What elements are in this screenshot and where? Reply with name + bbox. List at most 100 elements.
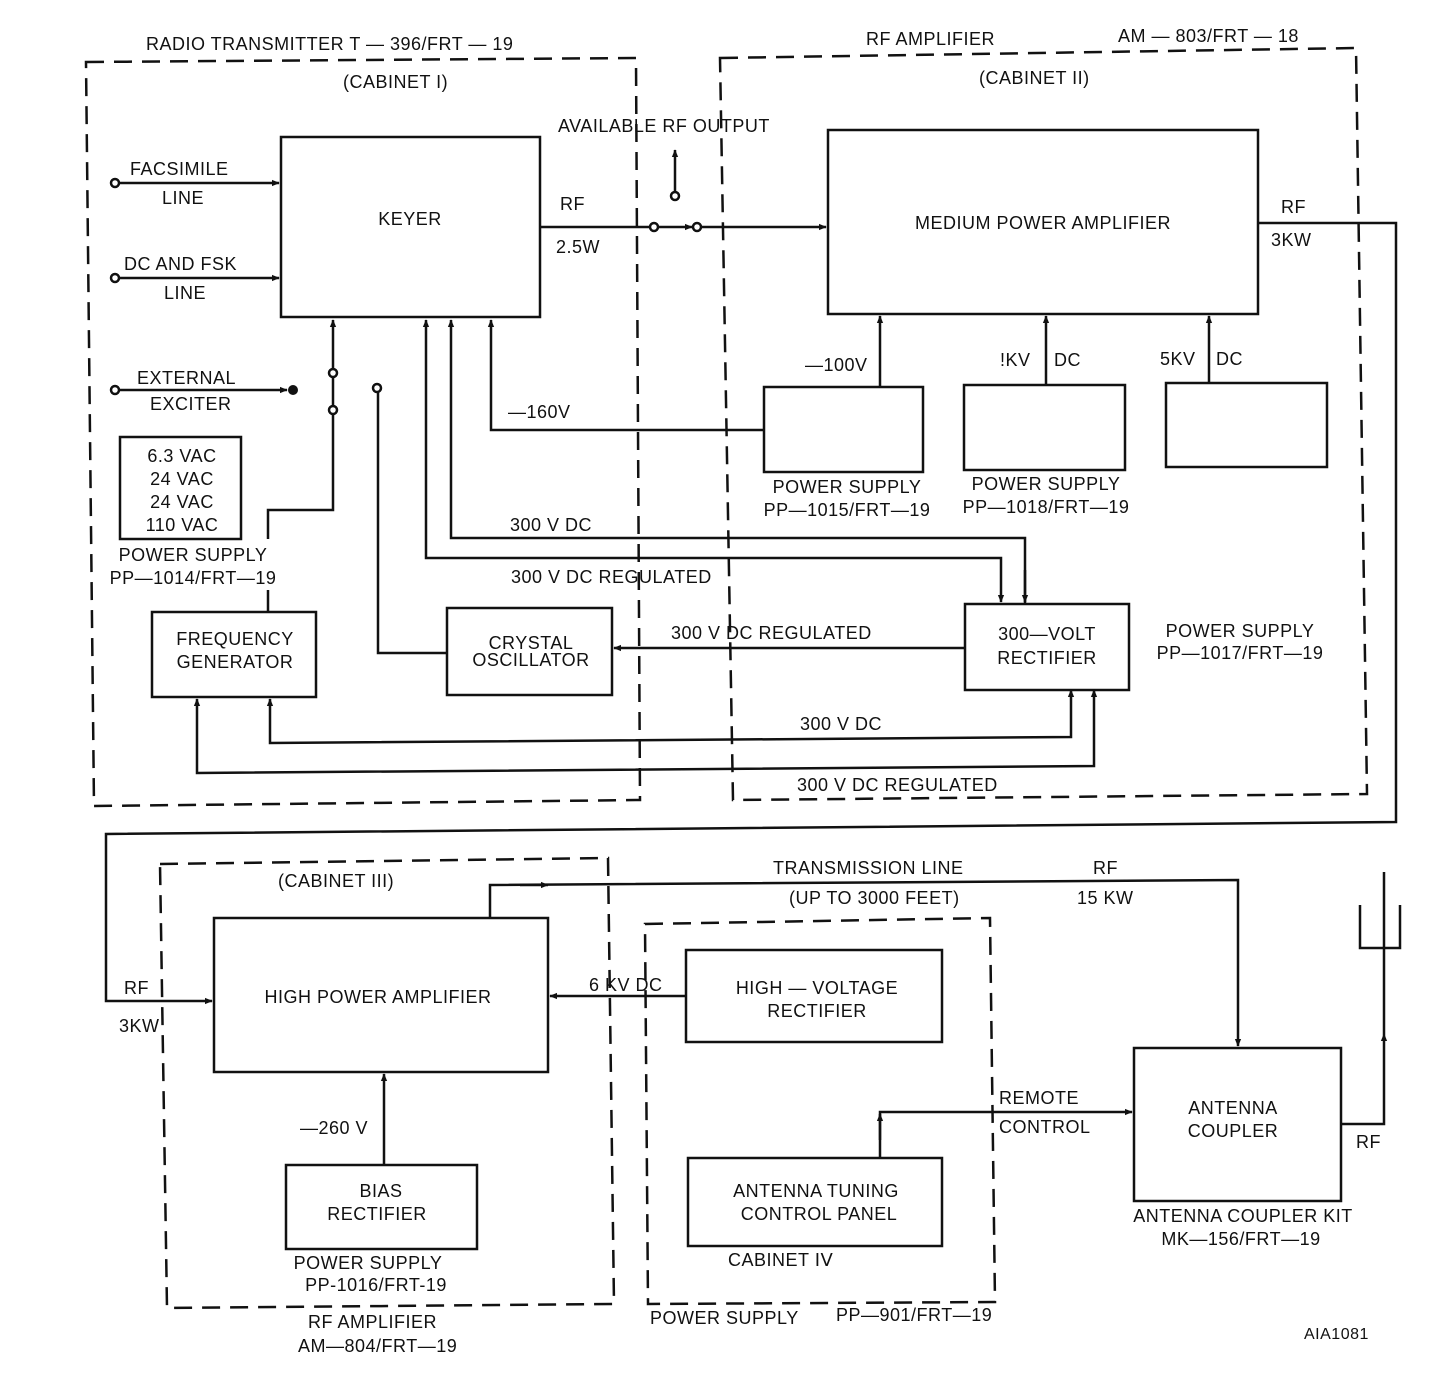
power-supply-901-label: POWER SUPPLY xyxy=(650,1308,799,1328)
minus-260v-label: —260 V xyxy=(300,1118,368,1138)
power-supply-1014-model: PP—1014/FRT—19 xyxy=(110,568,277,588)
rf-amplifier-title: RF AMPLIFIER xyxy=(866,29,995,49)
coupler-to-antenna-wire xyxy=(1341,1033,1388,1126)
dc-fsk-terminal xyxy=(109,272,121,284)
rf-label-3: RF xyxy=(1093,858,1118,878)
facsimile-terminal xyxy=(109,177,121,189)
rf-switch-contact-2 xyxy=(691,221,703,233)
kv-5-dc-label: DC xyxy=(1216,349,1243,369)
cabinet-1-outline xyxy=(84,56,642,808)
transmission-length-label: (UP TO 3000 FEET) xyxy=(789,888,960,908)
rf-amplifier-bottom-title: RF AMPLIFIER xyxy=(308,1312,437,1332)
transmitter-title: RADIO TRANSMITTER T — 396/FRT — 19 xyxy=(146,34,513,54)
frequency-generator-label-1: FREQUENCY xyxy=(176,629,294,649)
power-supply-1016-model: PP-1016/FRT-19 xyxy=(305,1275,447,1295)
power-supply-1018-block xyxy=(962,383,1127,472)
dc-fsk-line-label: LINE xyxy=(164,283,206,303)
rf-label-5: RF xyxy=(1356,1132,1381,1152)
frequency-generator-block xyxy=(150,610,318,699)
rf-label-2: RF xyxy=(1281,197,1306,217)
power-15kw-label: 15 KW xyxy=(1077,888,1134,908)
exciter-switch-contact-upper xyxy=(327,367,339,379)
rectifier-300v-block xyxy=(963,602,1131,692)
control-label: CONTROL xyxy=(999,1117,1091,1137)
dc-fsk-label: DC AND FSK xyxy=(124,254,237,274)
exciter-switch-contact-lower xyxy=(327,404,339,416)
antenna-coupler-block xyxy=(1132,1046,1343,1203)
antenna-coupler-kit-label: ANTENNA COUPLER KIT xyxy=(1133,1206,1353,1226)
power-supply-1017-model: PP—1017/FRT—19 xyxy=(1157,643,1324,663)
keyer-label: KEYER xyxy=(378,209,442,229)
available-rf-output-label: AVAILABLE RF OUTPUT xyxy=(558,116,770,136)
power-supply-1014-block xyxy=(118,435,243,541)
antenna-tuning-label-1: ANTENNA TUNING xyxy=(733,1181,899,1201)
power-supply-1017-label: POWER SUPPLY xyxy=(1166,621,1315,641)
v300-dc-regulated-label-1: 300 V DC REGULATED xyxy=(511,567,712,587)
external-label: EXTERNAL xyxy=(137,368,236,388)
power-supply-1018-model: PP—1018/FRT—19 xyxy=(963,497,1130,517)
transmission-line-label: TRANSMISSION LINE xyxy=(773,858,964,878)
power-3kw-label-b: 3KW xyxy=(119,1016,160,1036)
high-power-amplifier-label: HIGH POWER AMPLIFIER xyxy=(264,987,491,1007)
antenna-coupler-label-2: COUPLER xyxy=(1188,1121,1279,1141)
remote-label: REMOTE xyxy=(999,1088,1079,1108)
bias-rectifier-block xyxy=(284,1163,479,1251)
ps-1014-voltage-4: 110 VAC xyxy=(146,515,219,535)
cabinet-4-label: CABINET ⅠⅤ xyxy=(728,1250,833,1270)
cabinet-2-label: (CABINET II) xyxy=(979,68,1090,88)
available-rf-contact xyxy=(669,190,681,202)
v300-dc-regulated-to-freq-gen-wire xyxy=(193,689,1098,775)
kv-5-label: 5KV xyxy=(1160,349,1196,369)
power-supply-5kv-block xyxy=(1164,381,1329,469)
ps-1014-to-switch-wire xyxy=(266,413,335,539)
power-supply-1015-block xyxy=(762,385,925,474)
power-supply-1018-label: POWER SUPPLY xyxy=(972,474,1121,494)
mpa-to-hpa-rf-wire xyxy=(104,221,1398,1005)
crystal-oscillator-wire xyxy=(376,392,447,655)
rf-label-1: RF xyxy=(560,194,585,214)
rf-amplifier-bottom-model: AM—804/FRT—19 xyxy=(298,1336,457,1356)
antenna-icon xyxy=(1358,905,1402,950)
power-supply-1014-label: POWER SUPPLY xyxy=(119,545,268,565)
external-exciter-terminal xyxy=(109,384,121,396)
hv-rectifier-label-2: RECTIFIER xyxy=(767,1001,867,1021)
figure-id: AIA1081 xyxy=(1304,1326,1369,1343)
kv-6-dc-label: 6 KV DC xyxy=(589,975,663,995)
high-power-amplifier-block xyxy=(212,916,550,1074)
crystal-oscillator-label-2: OSCILLATOR xyxy=(472,650,589,670)
minus-160v-label: —160V xyxy=(508,402,571,422)
minus-100v-label: —100V xyxy=(805,355,868,375)
rectifier-300v-label-2: RECTIFIER xyxy=(997,648,1097,668)
bias-rectifier-label-2: RECTIFIER xyxy=(327,1204,427,1224)
antenna-coupler-label-1: ANTENNA xyxy=(1188,1098,1278,1118)
cabinet-3-outline xyxy=(158,856,616,1310)
external-exciter-contact xyxy=(288,385,298,395)
medium-power-amplifier-label: MEDIUM POWER AMPLIFIER xyxy=(915,213,1171,233)
bias-rectifier-label-1: BIAS xyxy=(359,1181,402,1201)
cabinet-4-outline xyxy=(643,916,997,1306)
crystal-oscillator-label-1: CRYSTAL xyxy=(489,633,574,653)
v300-dc-regulated-to-keyer-wire xyxy=(422,319,1005,603)
rectifier-300v-label-1: 300—VOLT xyxy=(998,624,1096,644)
v300-dc-label-1: 300 V DC xyxy=(510,515,592,535)
hv-rectifier-label-1: HIGH — VOLTAGE xyxy=(736,978,898,998)
antenna-tuning-label-2: CONTROL PANEL xyxy=(741,1204,898,1224)
v300-dc-label-2: 300 V DC xyxy=(800,714,882,734)
crystal-oscillator-contact xyxy=(371,382,383,394)
remote-control-wire xyxy=(878,1108,1133,1158)
rf-switch-contact-1 xyxy=(648,221,660,233)
medium-power-amplifier-block xyxy=(826,128,1260,316)
ps-1014-voltage-3: 24 VAC xyxy=(150,492,214,512)
v300-dc-regulated-label-3: 300 V DC REGULATED xyxy=(797,775,998,795)
keyer-block xyxy=(279,135,542,319)
antenna-tuning-control-panel-block xyxy=(686,1156,944,1248)
frequency-generator-label-2: GENERATOR xyxy=(177,652,294,672)
facsimile-label: FACSIMILE xyxy=(130,159,229,179)
power-2-5w-label: 2.5W xyxy=(556,237,600,257)
antenna-coupler-kit-model: MK—156/FRT—19 xyxy=(1161,1229,1320,1249)
kv-1-label: !KV xyxy=(1000,350,1031,370)
crystal-oscillator-block xyxy=(445,606,614,697)
v300-dc-to-keyer-wire xyxy=(447,319,1027,604)
rf-label-4: RF xyxy=(124,978,149,998)
